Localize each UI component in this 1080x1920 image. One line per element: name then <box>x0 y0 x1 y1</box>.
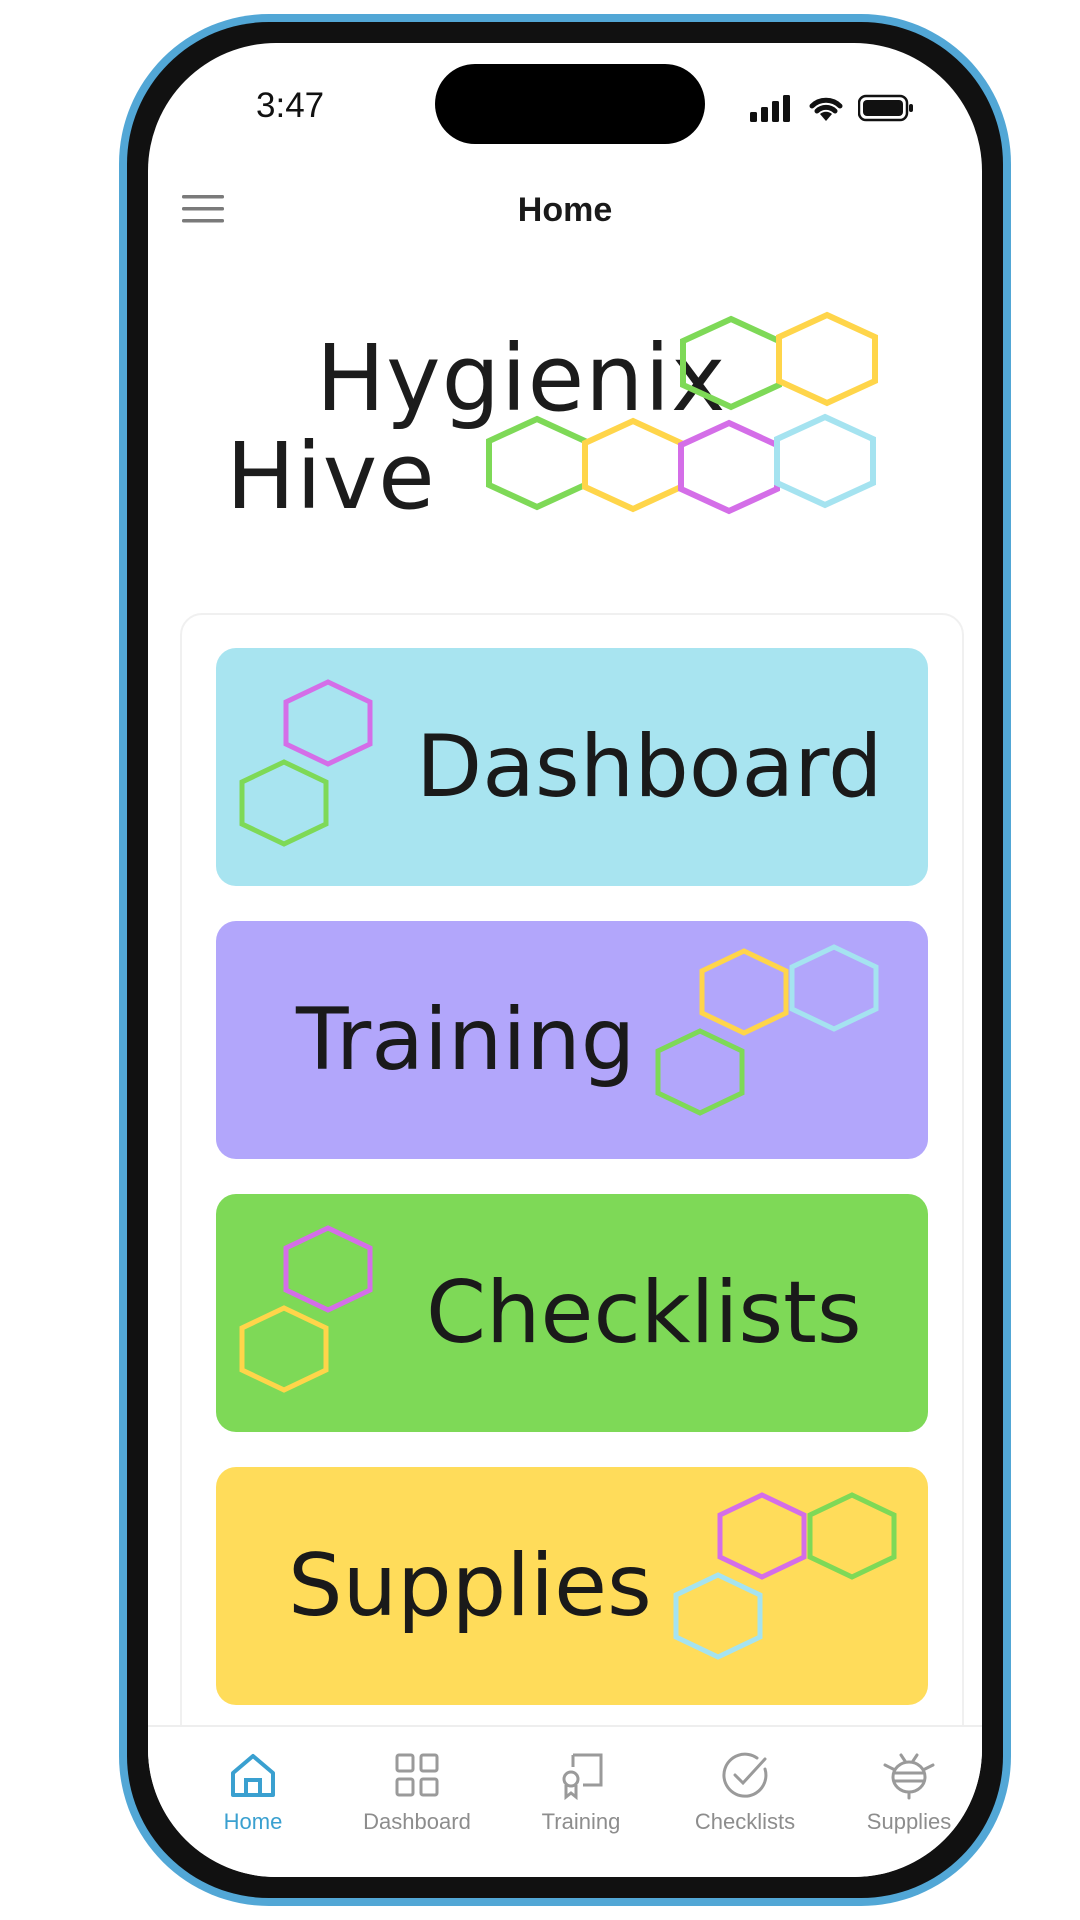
app-header: Home <box>148 173 982 243</box>
app-logo: Hygienix Hive <box>208 311 928 593</box>
tab-dashboard-label: Dashboard <box>363 1809 471 1834</box>
tab-home[interactable]: Home <box>178 1747 328 1835</box>
home-icon <box>231 1754 275 1797</box>
honeycomb-decoration-icon <box>655 944 879 1116</box>
dynamic-island <box>435 64 705 144</box>
tab-supplies[interactable]: Supplies <box>834 1747 982 1835</box>
training-tile[interactable]: Training <box>216 921 928 1159</box>
tab-home-label: Home <box>223 1809 283 1834</box>
logo-text-line2: Hive <box>226 423 436 530</box>
bee-icon <box>883 1753 935 1800</box>
grid-icon <box>395 1753 439 1797</box>
check-circle-icon <box>722 1752 768 1798</box>
tab-dashboard[interactable]: Dashboard <box>342 1747 492 1835</box>
logo-text-line1: Hygienix <box>316 325 727 432</box>
training-tile-label: Training <box>296 990 636 1090</box>
supplies-tile-label: Supplies <box>288 1536 652 1636</box>
tab-training-label: Training <box>541 1809 621 1834</box>
checklists-tile-label: Checklists <box>426 1263 862 1363</box>
certificate-icon <box>562 1753 603 1801</box>
phone-frame: 3:47 <box>119 14 1011 1906</box>
tab-training[interactable]: Training <box>506 1747 656 1835</box>
checklists-tile[interactable]: Checklists <box>216 1194 928 1432</box>
battery-icon <box>858 94 913 122</box>
cellular-signal-icon <box>750 95 790 122</box>
honeycomb-decoration-icon <box>239 1225 373 1393</box>
dashboard-tile-label: Dashboard <box>416 717 883 817</box>
wifi-icon <box>809 97 843 121</box>
dashboard-tile[interactable]: Dashboard <box>216 648 928 886</box>
hamburger-menu-icon[interactable] <box>182 193 224 225</box>
page-title: Home <box>517 191 613 229</box>
status-icons <box>750 93 914 123</box>
phone-bezel: 3:47 <box>127 22 1003 1898</box>
screen: 3:47 <box>148 43 982 1877</box>
supplies-tile[interactable]: Supplies <box>216 1467 928 1705</box>
honeycomb-decoration-icon <box>239 679 373 847</box>
bottom-tab-bar: Home Dashboard <box>148 1725 982 1877</box>
honeycomb-decoration-icon <box>673 1492 897 1660</box>
logo-honeycomb-icon <box>486 311 878 515</box>
tab-checklists-label: Checklists <box>694 1809 796 1834</box>
tab-supplies-label: Supplies <box>866 1809 952 1834</box>
status-time: 3:47 <box>256 86 325 125</box>
tab-checklists[interactable]: Checklists <box>670 1747 820 1835</box>
